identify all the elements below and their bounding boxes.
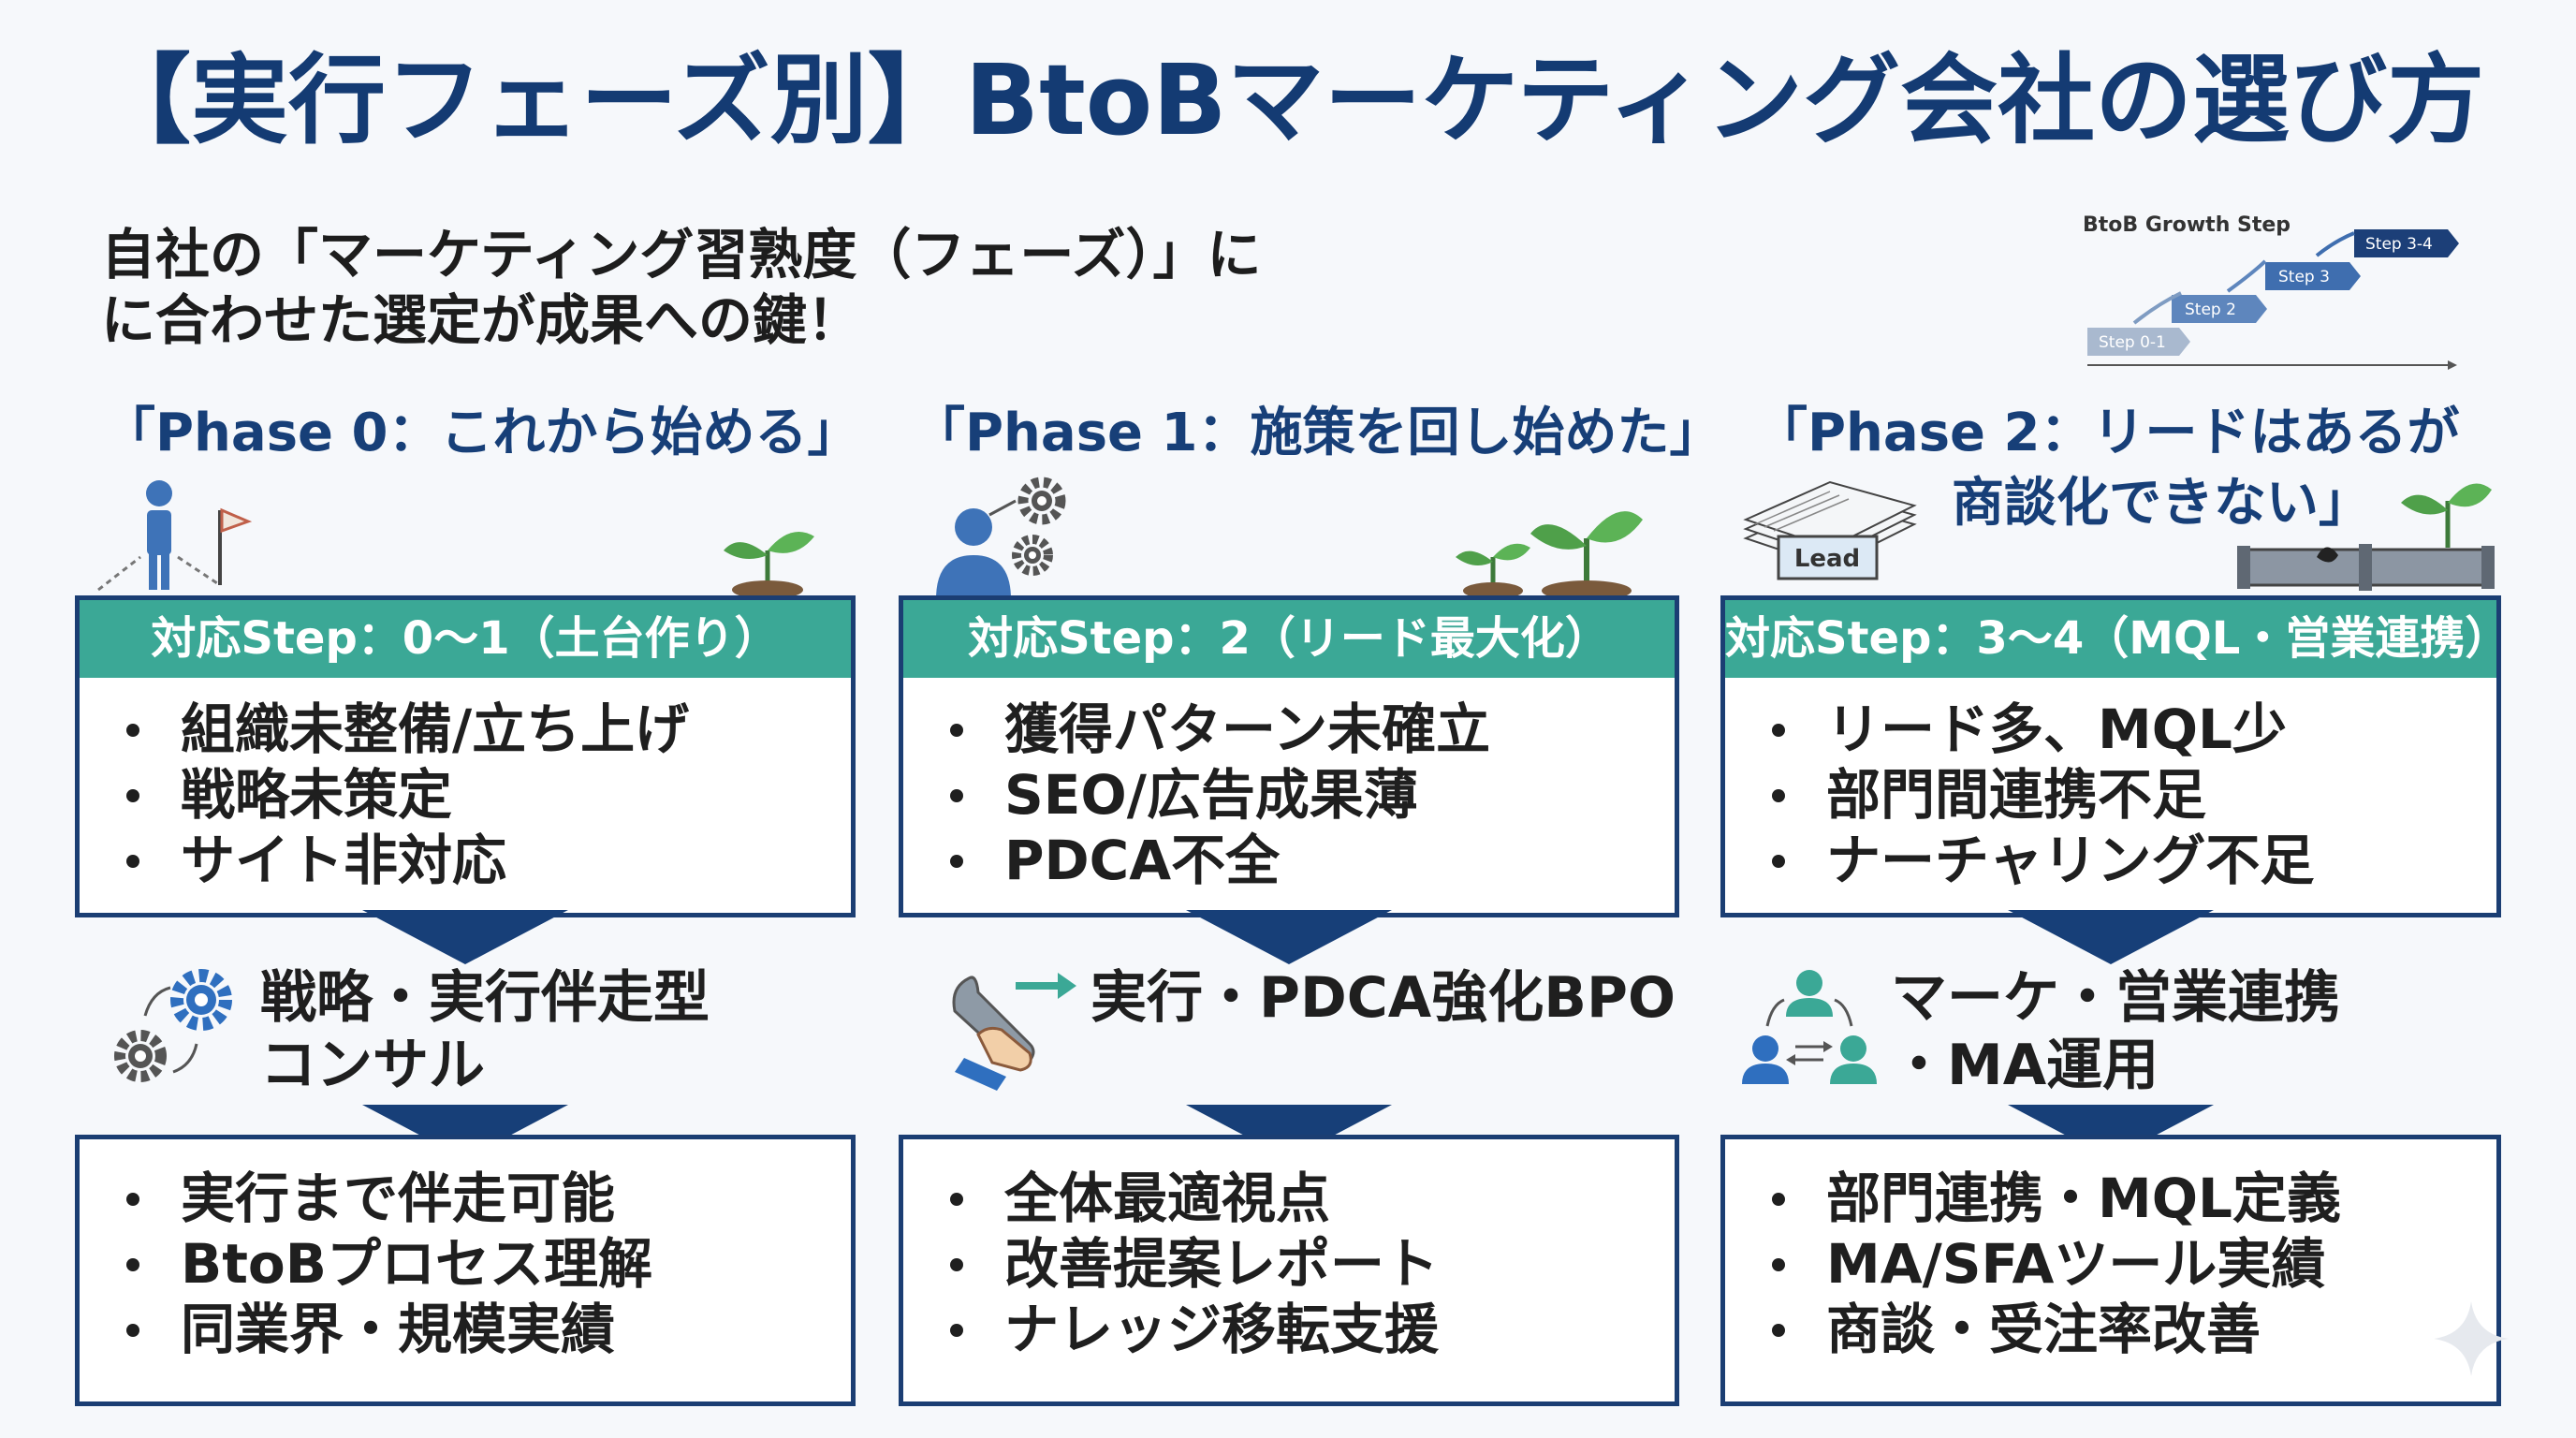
svg-text:Step 3-4: Step 3-4 (2365, 235, 2433, 254)
phase-1-point-3: ナレッジ移転支援 (950, 1297, 1675, 1362)
phase-1-point-1: 全体最適視点 (950, 1166, 1675, 1231)
phase-0-solution-line-2: コンサル (260, 1033, 485, 1098)
phase-2-point-3: 商談・受注率改善 (1772, 1297, 2496, 1362)
phase-0-issue-2: 戦略未策定 (126, 762, 851, 828)
phase-2-step-label: 対応Step：3〜4（MQL・営業連携） (1725, 600, 2510, 678)
phase-0-point-3: 同業界・規模実績 (126, 1297, 851, 1362)
phase-0-title: 「Phase 0：これから始める」 (103, 403, 860, 463)
team-exchange-icon (1742, 970, 1877, 1084)
growth-step-chart: BtoB Growth Step Step 0-1 Step 2 Step 3 … (2083, 213, 2459, 370)
phase-1-down-arrow-2 (1186, 1105, 1392, 1159)
phase-2-point-1: 部門連携・MQL定義 (1772, 1166, 2496, 1231)
lead-stack-icon: Lead (1743, 480, 1917, 580)
phase-1-issue-1: 獲得パターン未確立 (950, 697, 1675, 762)
growth-chart-title: BtoB Growth Step (2083, 213, 2291, 237)
sparkle-icon (2434, 1301, 2509, 1376)
phase-0-issue-1: 組織未整備/立ち上げ (126, 697, 851, 762)
person-flag-icon (97, 480, 253, 592)
svg-text:Step 2: Step 2 (2185, 301, 2236, 319)
pipe-sprout-icon (2237, 483, 2495, 591)
phase-0-issue-card: 対応Step：0〜1（土台作り） 組織未整備/立ち上げ 戦略未策定 サイト非対応 (75, 595, 856, 917)
phase-1-issue-2: SEO/広告成果薄 (950, 762, 1675, 828)
phase-2-down-arrow-2 (2008, 1105, 2214, 1159)
phase-2-down-arrow-1 (2008, 910, 2214, 964)
gears-icon (114, 969, 232, 1082)
phase-1-title: 「Phase 1：施策を回し始めた」 (913, 403, 1722, 463)
phase-1-issue-3: PDCA不全 (950, 828, 1675, 893)
sprouts-icon (1456, 511, 1643, 599)
phase-1-selection-points: 全体最適視点 改善提案レポート ナレッジ移転支援 (899, 1135, 1679, 1406)
svg-text:Step 3: Step 3 (2278, 268, 2330, 286)
phase-2-title-line-1: 「Phase 2：リードはあるが (1755, 403, 2460, 463)
phase-1-issue-card: 対応Step：2（リード最大化） 獲得パターン未確立 SEO/広告成果薄 PDC… (899, 595, 1679, 917)
lead-label: Lead (1794, 545, 1860, 573)
phase-2-title-line-2: 商談化できない」 (1952, 473, 2371, 534)
phase-0-solution-line-1: 戦略・実行伴走型 (260, 965, 710, 1031)
phase-2-issue-1: リード多、MQL少 (1772, 697, 2496, 762)
growth-step-0-1: Step 0-1 (2087, 328, 2190, 356)
phase-2-issue-card: 対応Step：3〜4（MQL・営業連携） リード多、MQL少 部門間連携不足 ナ… (1720, 595, 2510, 917)
person-gears-icon (936, 477, 1066, 599)
phase-2-solution-line-1: マーケ・営業連携 (1891, 965, 2340, 1031)
phase-1-point-2: 改善提案レポート (950, 1231, 1675, 1297)
subtitle-line-1: 自社の「マーケティング習熟度（フェーズ）」に (101, 223, 1262, 286)
phase-0-point-2: BtoBプロセス理解 (126, 1231, 851, 1297)
growth-step-2: Step 2 (2172, 295, 2267, 323)
phase-2-point-2: MA/SFAツール実績 (1772, 1231, 2496, 1297)
page-title: 【実行フェーズ別】BtoBマーケティング会社の選び方 (94, 43, 2485, 157)
phase-1-down-arrow-1 (1186, 910, 1392, 964)
phase-2-issue-3: ナーチャリング不足 (1772, 828, 2496, 893)
phase-0-point-1: 実行まで伴走可能 (126, 1166, 851, 1231)
svg-text:Step 0-1: Step 0-1 (2099, 333, 2166, 352)
phase-2-selection-points: 部門連携・MQL定義 MA/SFAツール実績 商談・受注率改善 (1720, 1135, 2501, 1406)
phase-1-solution-line-1: 実行・PDCA強化BPO (1090, 965, 1676, 1031)
sprout-icon (724, 532, 814, 597)
phase-1-step-label: 対応Step：2（リード最大化） (903, 600, 1675, 678)
phase-0-selection-points: 実行まで伴走可能 BtoBプロセス理解 同業界・規模実績 (75, 1135, 856, 1406)
growth-step-3-4: Step 3-4 (2354, 229, 2459, 257)
phase-0-down-arrow-1 (362, 910, 568, 964)
phase-2-issue-2: 部門間連携不足 (1772, 762, 2496, 828)
phase-0-step-label: 対応Step：0〜1（土台作り） (80, 600, 851, 678)
growth-step-3: Step 3 (2265, 262, 2361, 290)
phase-2-solution-line-2: ・MA運用 (1891, 1033, 2159, 1098)
wrench-icon (952, 973, 1076, 1091)
phase-0-issue-3: サイト非対応 (126, 828, 851, 893)
phase-0-down-arrow-2 (362, 1105, 568, 1159)
subtitle-line-2: に合わせた選定が成果への鍵！ (101, 288, 862, 352)
